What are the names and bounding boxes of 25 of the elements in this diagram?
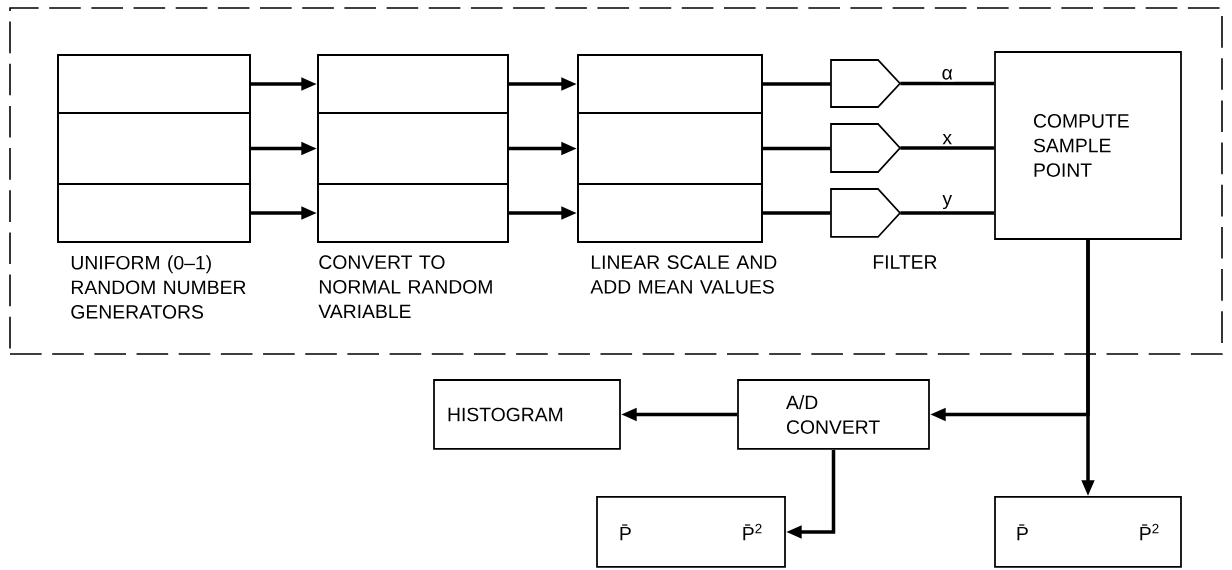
cell-box xyxy=(57,183,251,243)
process-box: HISTOGRAM xyxy=(433,379,621,450)
edge-label: y xyxy=(940,193,954,211)
cell-box xyxy=(577,54,763,114)
edge-label: x xyxy=(940,132,954,146)
cell-box xyxy=(317,54,509,114)
cell-box xyxy=(317,112,509,185)
filter-symbol xyxy=(830,59,902,108)
cell-box xyxy=(577,183,763,243)
node-label: LINEAR SCALE AND ADD MEAN VALUES xyxy=(590,255,777,294)
filter-symbol xyxy=(830,188,902,238)
cell-box xyxy=(57,112,251,185)
cell-box xyxy=(577,112,763,185)
cell-box xyxy=(57,54,251,114)
process-box: A/D CONVERT xyxy=(737,379,930,450)
node-label: CONVERT TO NORMAL RANDOM VARIABLE xyxy=(318,255,492,319)
edge-label: α xyxy=(939,67,955,82)
process-box: COMPUTE SAMPLE POINT xyxy=(994,51,1182,240)
output-box: P̄ P̄$^{2}$ xyxy=(596,496,786,568)
dashed-frame xyxy=(9,7,1223,355)
caption: FILTER xyxy=(873,255,937,269)
filter-symbol xyxy=(830,123,902,173)
cell-box xyxy=(317,183,509,243)
output-box: P̄ P̄$^{2}$ xyxy=(994,496,1182,568)
node-label: UNIFORM (0–1) RANDOM NUMBER GENERATORS xyxy=(71,255,246,319)
